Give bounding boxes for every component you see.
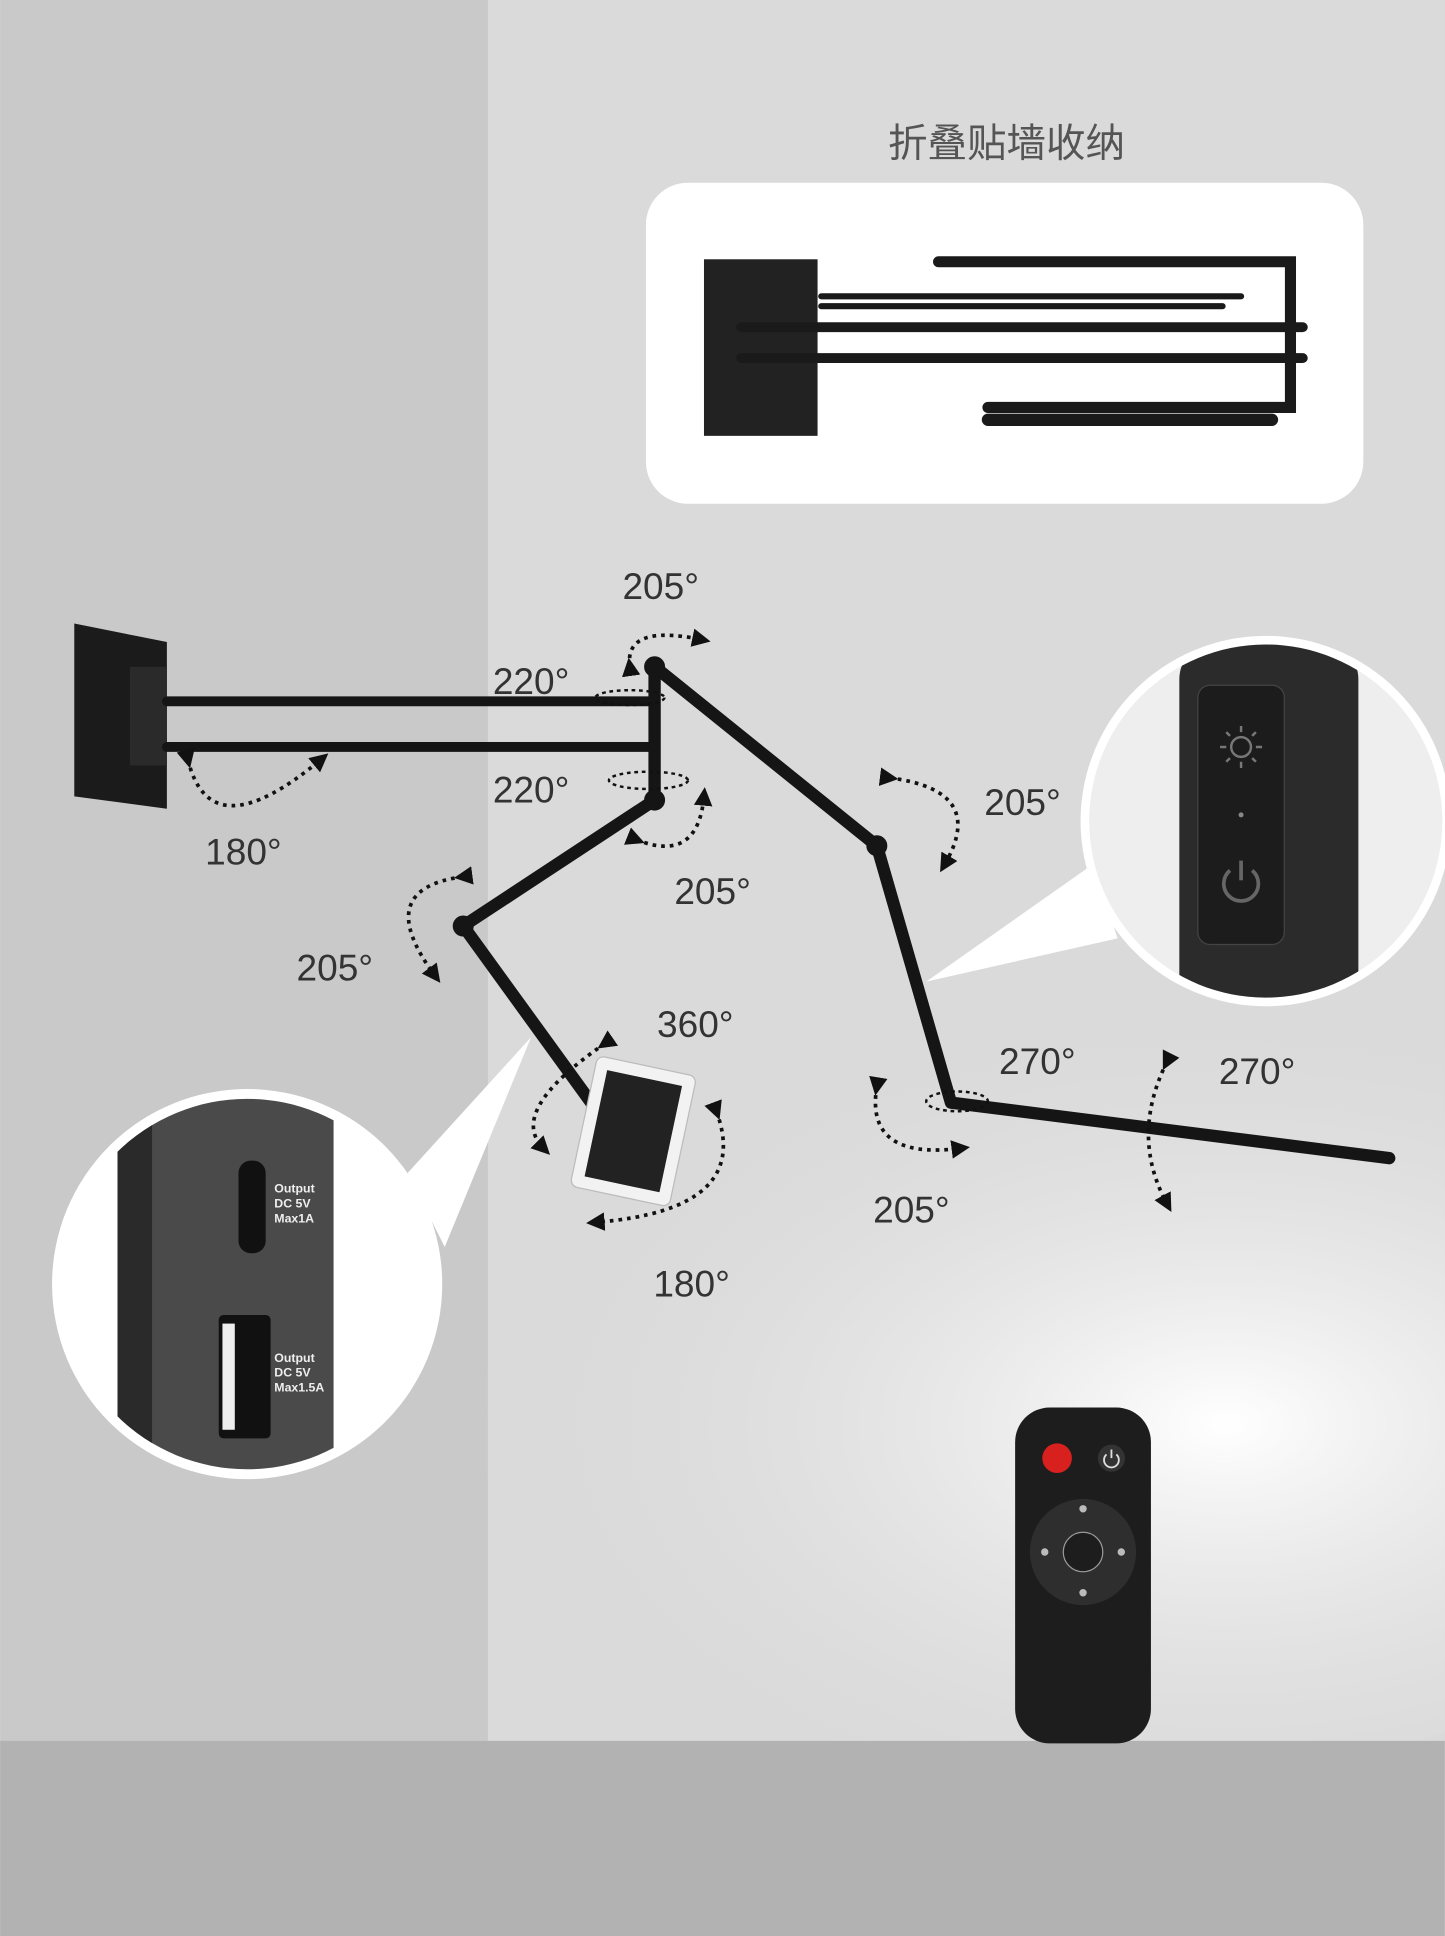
rotation-arrows — [176, 628, 1180, 1231]
angle-label: 205° — [873, 1188, 950, 1230]
angle-label: 220° — [493, 660, 570, 702]
power-icon — [1103, 1449, 1120, 1469]
angle-label: 205° — [674, 870, 751, 912]
color-down-icon[interactable] — [1041, 1548, 1049, 1556]
brightness-down-icon[interactable] — [1079, 1589, 1087, 1597]
indicator-led — [1238, 812, 1244, 818]
angle-label: 205° — [622, 565, 699, 607]
angle-label: 205° — [297, 946, 374, 988]
angle-label: 180° — [653, 1262, 730, 1304]
folded-lamp — [703, 256, 1308, 436]
left-wall — [0, 0, 488, 1936]
angle-label: 270° — [1219, 1050, 1296, 1092]
angle-label: 270° — [999, 1040, 1076, 1082]
dial-icon[interactable] — [1062, 1531, 1104, 1573]
folded-title: 折叠贴墙收纳 — [888, 121, 1125, 167]
usb-c-port — [238, 1160, 266, 1254]
moon-icon[interactable] — [1042, 1443, 1072, 1473]
remote-control — [1015, 1407, 1151, 1744]
angle-label: 180° — [205, 830, 282, 872]
brightness-icon[interactable] — [1220, 726, 1263, 768]
brightness-up-icon[interactable] — [1079, 1505, 1087, 1513]
control-panel-inset — [926, 635, 1445, 1007]
color-up-icon[interactable] — [1117, 1548, 1126, 1556]
power-icon[interactable] — [1222, 860, 1261, 903]
floor — [0, 1740, 1445, 1936]
twist-arrows — [594, 688, 990, 1113]
angle-label: 360° — [657, 1003, 734, 1045]
angle-label: 205° — [984, 781, 1061, 823]
angle-label: 220° — [493, 769, 570, 811]
angle-labels: 205° 220° 220° 180° 205° 205° 205° 360° … — [205, 565, 1295, 1305]
